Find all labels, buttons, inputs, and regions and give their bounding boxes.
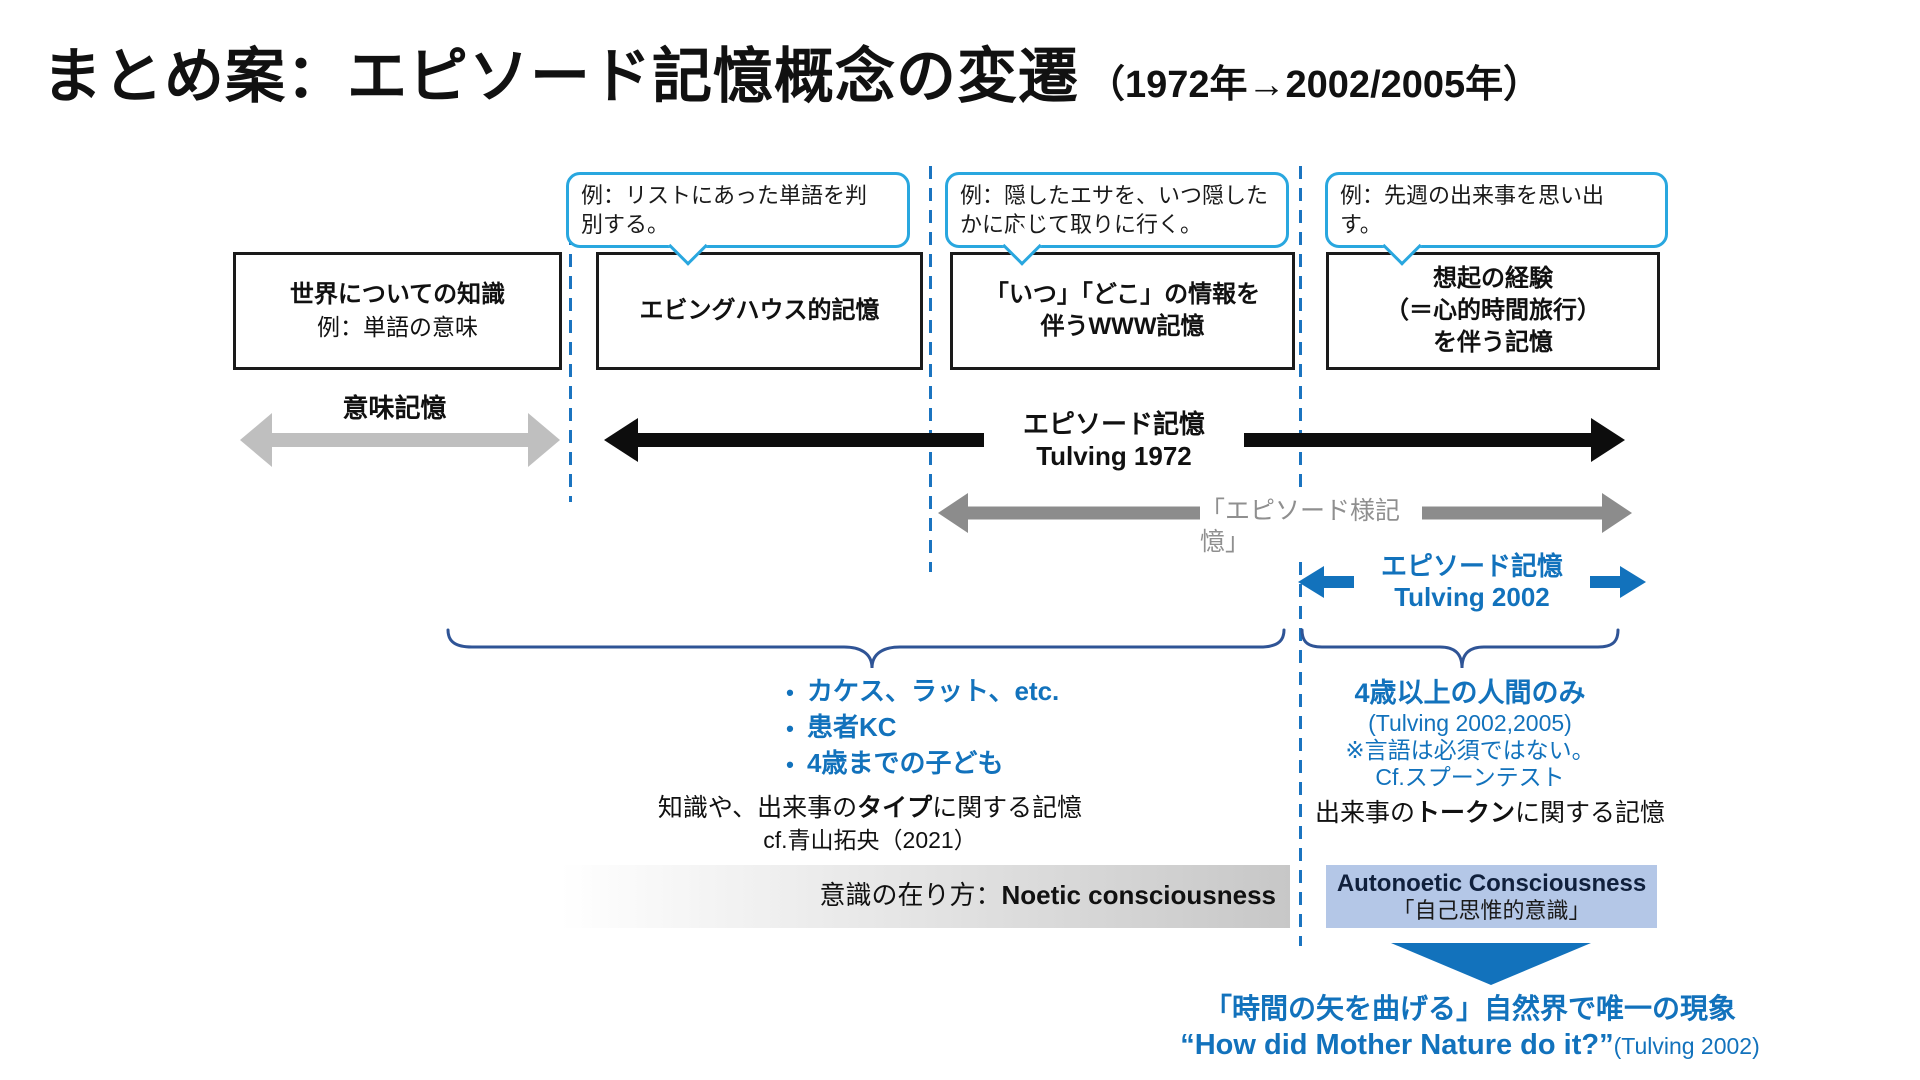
callout-text: 別する。 (581, 212, 670, 237)
arrowhead-left-icon (604, 418, 638, 462)
callout-text: 例：先週の出来事を思い出 (1340, 183, 1605, 208)
dashed-divider-1 (569, 210, 572, 502)
type-memory-line: 知識や、出来事のタイプに関する記憶 (657, 794, 1083, 822)
box-line: （＝心的時間旅行） (1385, 297, 1601, 324)
bullet-icon: • (786, 752, 794, 777)
arrow-left-2002-icon (1298, 566, 1354, 598)
box-mental-time-travel-memory: 想起の経験 （＝心的時間旅行） を伴う記憶 (1326, 252, 1660, 370)
arrow-bar (266, 433, 534, 447)
arrowhead-right-icon (1591, 418, 1625, 462)
brace-left-group-icon (446, 628, 1286, 669)
autonoetic-consciousness-box: Autonoetic Consciousness 「自己思惟的意識」 (1326, 865, 1657, 928)
double-arrow-semantic-icon (240, 413, 560, 467)
box-line: 世界についての知識 (289, 281, 506, 308)
list-item: •4歳までの子ども (773, 746, 1059, 782)
arrow-bar (1590, 576, 1624, 588)
callout-text: 例：リストにあった単語を判 (581, 183, 868, 208)
label-line: エピソード記憶 (1022, 409, 1205, 439)
box-line: を伴う記憶 (1433, 329, 1553, 356)
label-line: Tulving 1972 (1036, 441, 1192, 471)
box-www-memory: 「いつ」「どこ」の情報を 伴うWWW記憶 (950, 252, 1295, 370)
page-title: まとめ案：エピソード記憶概念の変遷（1972年→2002/2005年） (42, 28, 1541, 115)
list-item: •カケス、ラット、etc. (773, 674, 1059, 710)
label-line: Tulving 2002 (1394, 582, 1550, 612)
box-line: 「いつ」「どこ」の情報を (984, 281, 1261, 308)
note: ※言語は必須ではない。 (1345, 737, 1595, 763)
box-line: 例：単語の意味 (317, 314, 478, 340)
episodic-2002-label: エピソード記憶 Tulving 2002 (1352, 551, 1592, 613)
reference: (Tulving 2002,2005) (1368, 710, 1572, 736)
box-world-knowledge: 世界についての知識 例：単語の意味 (233, 252, 562, 370)
token-memory-line: 出来事のトークンに関する記憶 (1314, 799, 1666, 827)
arrowhead-left-icon (938, 493, 968, 533)
callout-text: す。 (1340, 212, 1382, 237)
box-line: 伴うWWW記憶 (1040, 313, 1205, 340)
dashed-divider-2 (929, 166, 932, 572)
arrow-bar (1320, 576, 1354, 588)
example-callout-www: 例：隠したエサを、いつ隠した かに応じて取りに行く。 (945, 172, 1289, 266)
label-line: 「エピソード様記 (1200, 497, 1401, 525)
arrowhead-right-icon (528, 413, 560, 467)
heading: 4歳以上の人間のみ (1354, 678, 1586, 708)
arrowhead-right-icon (1602, 493, 1632, 533)
episodic-like-label: 「エピソード様記 憶」 (1200, 496, 1422, 558)
label-line: 憶」 (1200, 528, 1251, 556)
label-line: エピソード記憶 (1380, 551, 1563, 581)
episodic-1972-label: エピソード記憶 Tulving 1972 (984, 408, 1244, 472)
arrow-right-2002-icon (1590, 566, 1646, 598)
box-ebbinghaus-memory: エビングハウス的記憶 (596, 252, 923, 370)
title-sub: （1972年→2002/2005年） (1087, 64, 1542, 106)
conclusion-quote: “How did Mother Nature do it?”(Tulving 2… (1180, 1029, 1760, 1061)
callout-text: かに応じて取りに行く。 (960, 212, 1203, 237)
conclusion-block: 「時間の矢を曲げる」自然界で唯一の現象 “How did Mother Natu… (1140, 991, 1800, 1064)
type-memory-reference: cf.青山拓央（2021） (763, 827, 977, 853)
double-arrow-episodic-1972-icon (604, 418, 1625, 462)
conclusion-line: 「時間の矢を曲げる」自然界で唯一の現象 (1203, 993, 1736, 1024)
box-line: 想起の経験 (1433, 265, 1553, 292)
box-line: エビングハウス的記憶 (639, 297, 880, 324)
arrowhead-left-icon (1298, 566, 1324, 598)
autonoetic-subtitle: 「自己思惟的意識」 (1392, 897, 1591, 923)
arrowhead-right-icon (1620, 566, 1646, 598)
bullet-icon: • (786, 716, 794, 741)
subject-bullet-list: •カケス、ラット、etc. •患者KC •4歳までの子ども (773, 674, 1059, 782)
down-arrow-icon (1391, 943, 1591, 985)
brace-right-group-icon (1300, 628, 1620, 669)
example-callout-recollection: 例：先週の出来事を思い出 す。 (1325, 172, 1668, 266)
semantic-memory-label: 意味記憶 (342, 393, 447, 423)
bullet-icon: • (786, 680, 794, 705)
callout-text: 例：隠したエサを、いつ隠した (960, 183, 1269, 208)
example-callout-ebbinghaus: 例：リストにあった単語を判 別する。 (566, 172, 910, 266)
humans-over-4-block: 4歳以上の人間のみ (Tulving 2002,2005) ※言語は必須ではない… (1300, 676, 1640, 791)
autonoetic-title: Autonoetic Consciousness (1336, 869, 1647, 897)
list-item: •患者KC (773, 710, 1059, 746)
arrowhead-left-icon (240, 413, 272, 467)
note: Cf.スプーンテスト (1375, 764, 1565, 790)
noetic-consciousness-bar: 意識の在り方：Noetic consciousness (560, 865, 1290, 928)
title-main: まとめ案：エピソード記憶概念の変遷 (42, 43, 1079, 110)
